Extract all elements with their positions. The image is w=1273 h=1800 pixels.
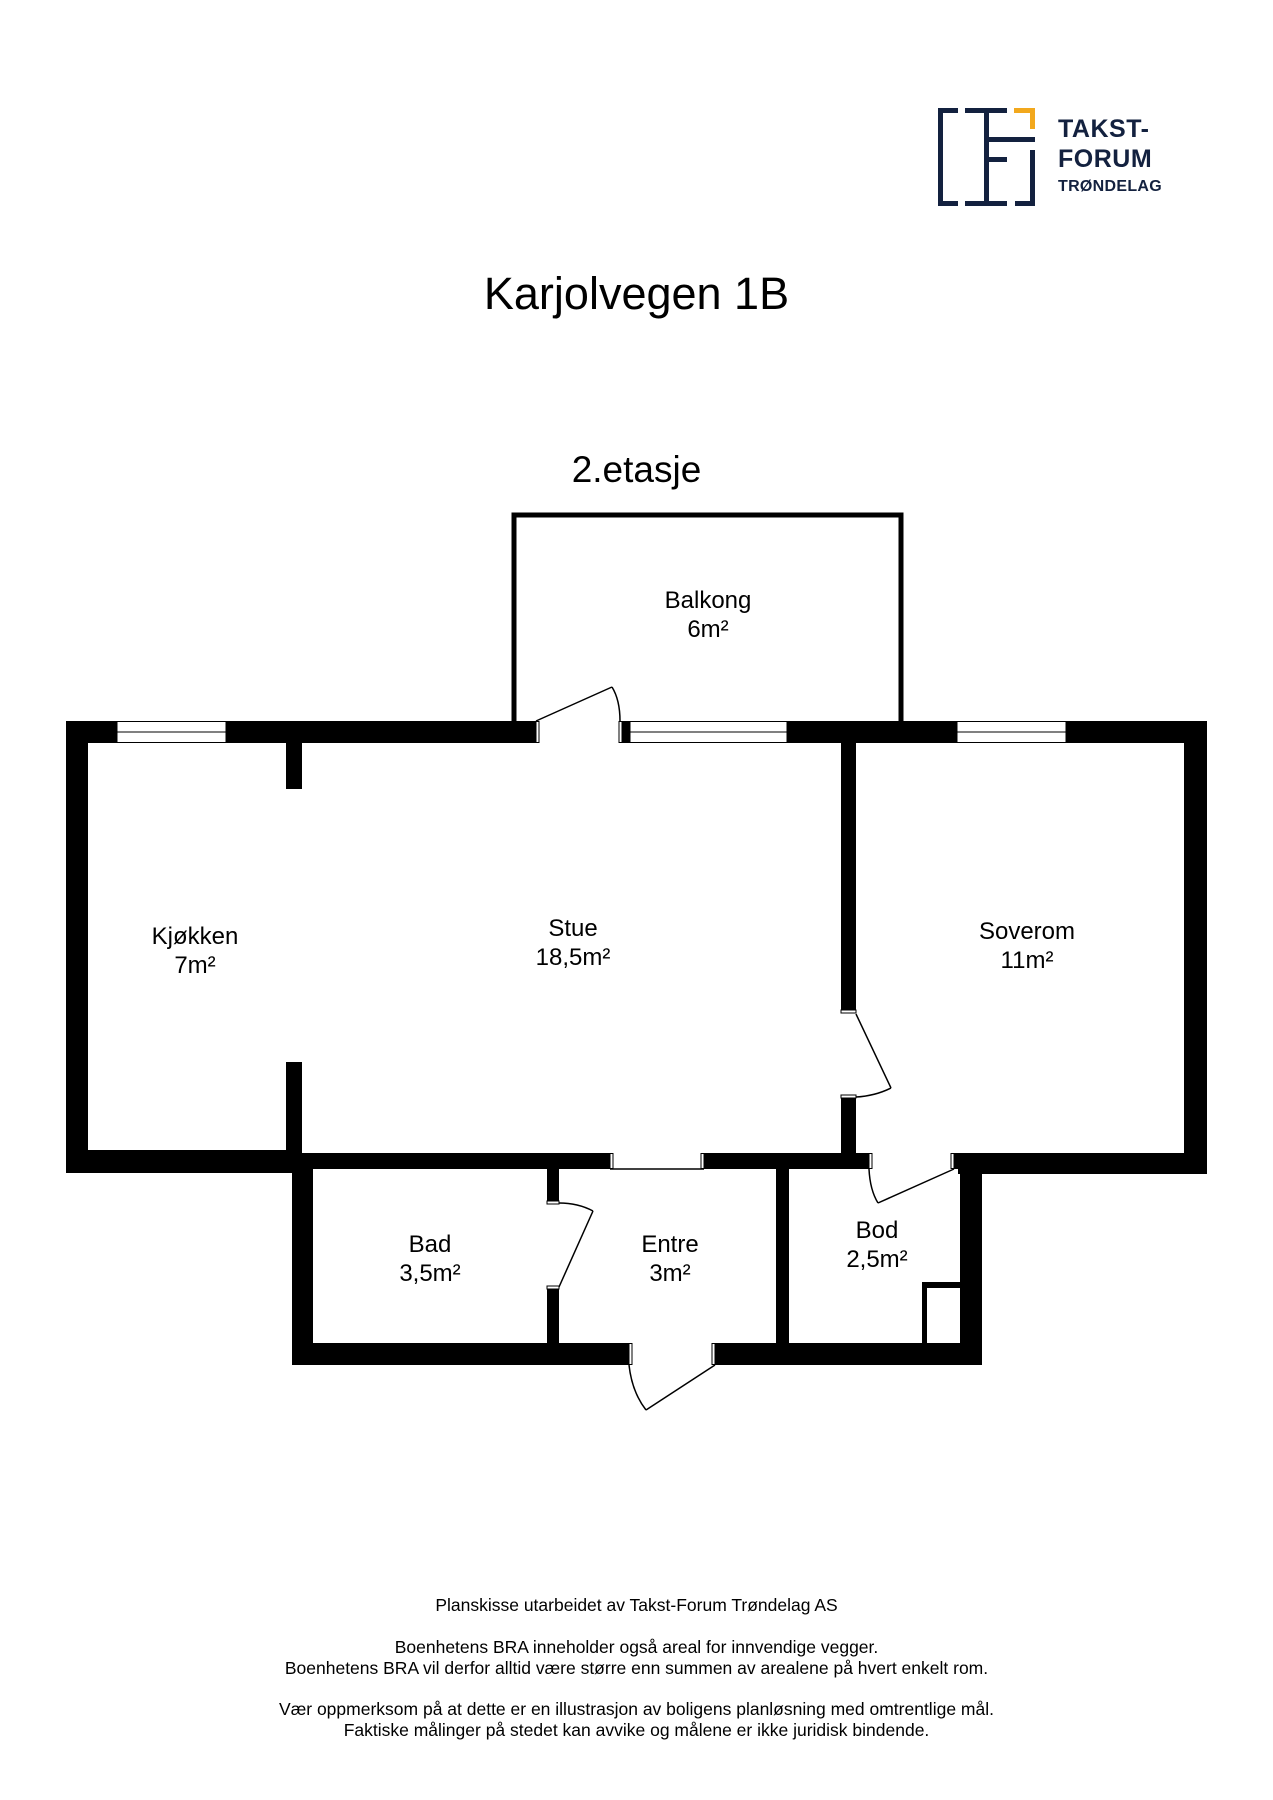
- walls: [66, 721, 1207, 1365]
- room-name: Bad: [408, 1231, 452, 1258]
- footer-disclaimer-1: Vær oppmerksom på at dette er en illustr…: [279, 1699, 994, 1719]
- room-label-stue: Stue 18,5m²: [473, 914, 673, 972]
- footer-bra-note-1: Boenhetens BRA inneholder også areal for…: [394, 1637, 879, 1657]
- room-label-kjokken: Kjøkken 7m²: [95, 922, 295, 980]
- room-area: 18,5m²: [535, 944, 611, 971]
- footer-credit: Planskisse utarbeidet av Takst-Forum Trø…: [435, 1595, 838, 1615]
- footer-bra-note-2: Boenhetens BRA vil derfor alltid være st…: [284, 1658, 989, 1678]
- balcony-outline: [511, 512, 904, 721]
- room-name: Bod: [855, 1217, 899, 1244]
- room-name: Stue: [548, 915, 598, 942]
- room-area: 11m²: [1000, 947, 1054, 974]
- floor-label: 2.etasje: [571, 449, 702, 490]
- logo-text-trondelag: TRØNDELAG: [1058, 178, 1163, 195]
- room-area: 7m²: [174, 952, 216, 979]
- room-area: 2,5m²: [846, 1246, 908, 1273]
- windows: [116, 721, 1067, 743]
- room-label-bod: Bod 2,5m²: [777, 1216, 977, 1274]
- room-area: 6m²: [687, 616, 729, 643]
- logo-text-takst: TAKST-: [1058, 115, 1150, 143]
- doors: [535, 686, 955, 1411]
- takst-forum-logo-icon: [938, 108, 1035, 206]
- room-area: 3,5m²: [399, 1260, 461, 1287]
- room-name: Balkong: [664, 587, 752, 614]
- room-label-entre: Entre 3m²: [570, 1230, 770, 1288]
- room-label-soverom: Soverom 11m²: [927, 917, 1127, 975]
- room-label-balkong: Balkong 6m²: [608, 586, 808, 644]
- footer-disclaimer-2: Faktiske målinger på stedet kan avvike o…: [343, 1720, 930, 1740]
- room-name: Soverom: [978, 918, 1076, 945]
- room-label-bad: Bad 3,5m²: [330, 1230, 530, 1288]
- logo-text-forum: FORUM: [1058, 145, 1153, 173]
- room-area: 3m²: [649, 1260, 691, 1287]
- room-name: Kjøkken: [151, 923, 239, 950]
- room-name: Entre: [641, 1231, 699, 1258]
- page-title: Karjolvegen 1B: [483, 268, 790, 319]
